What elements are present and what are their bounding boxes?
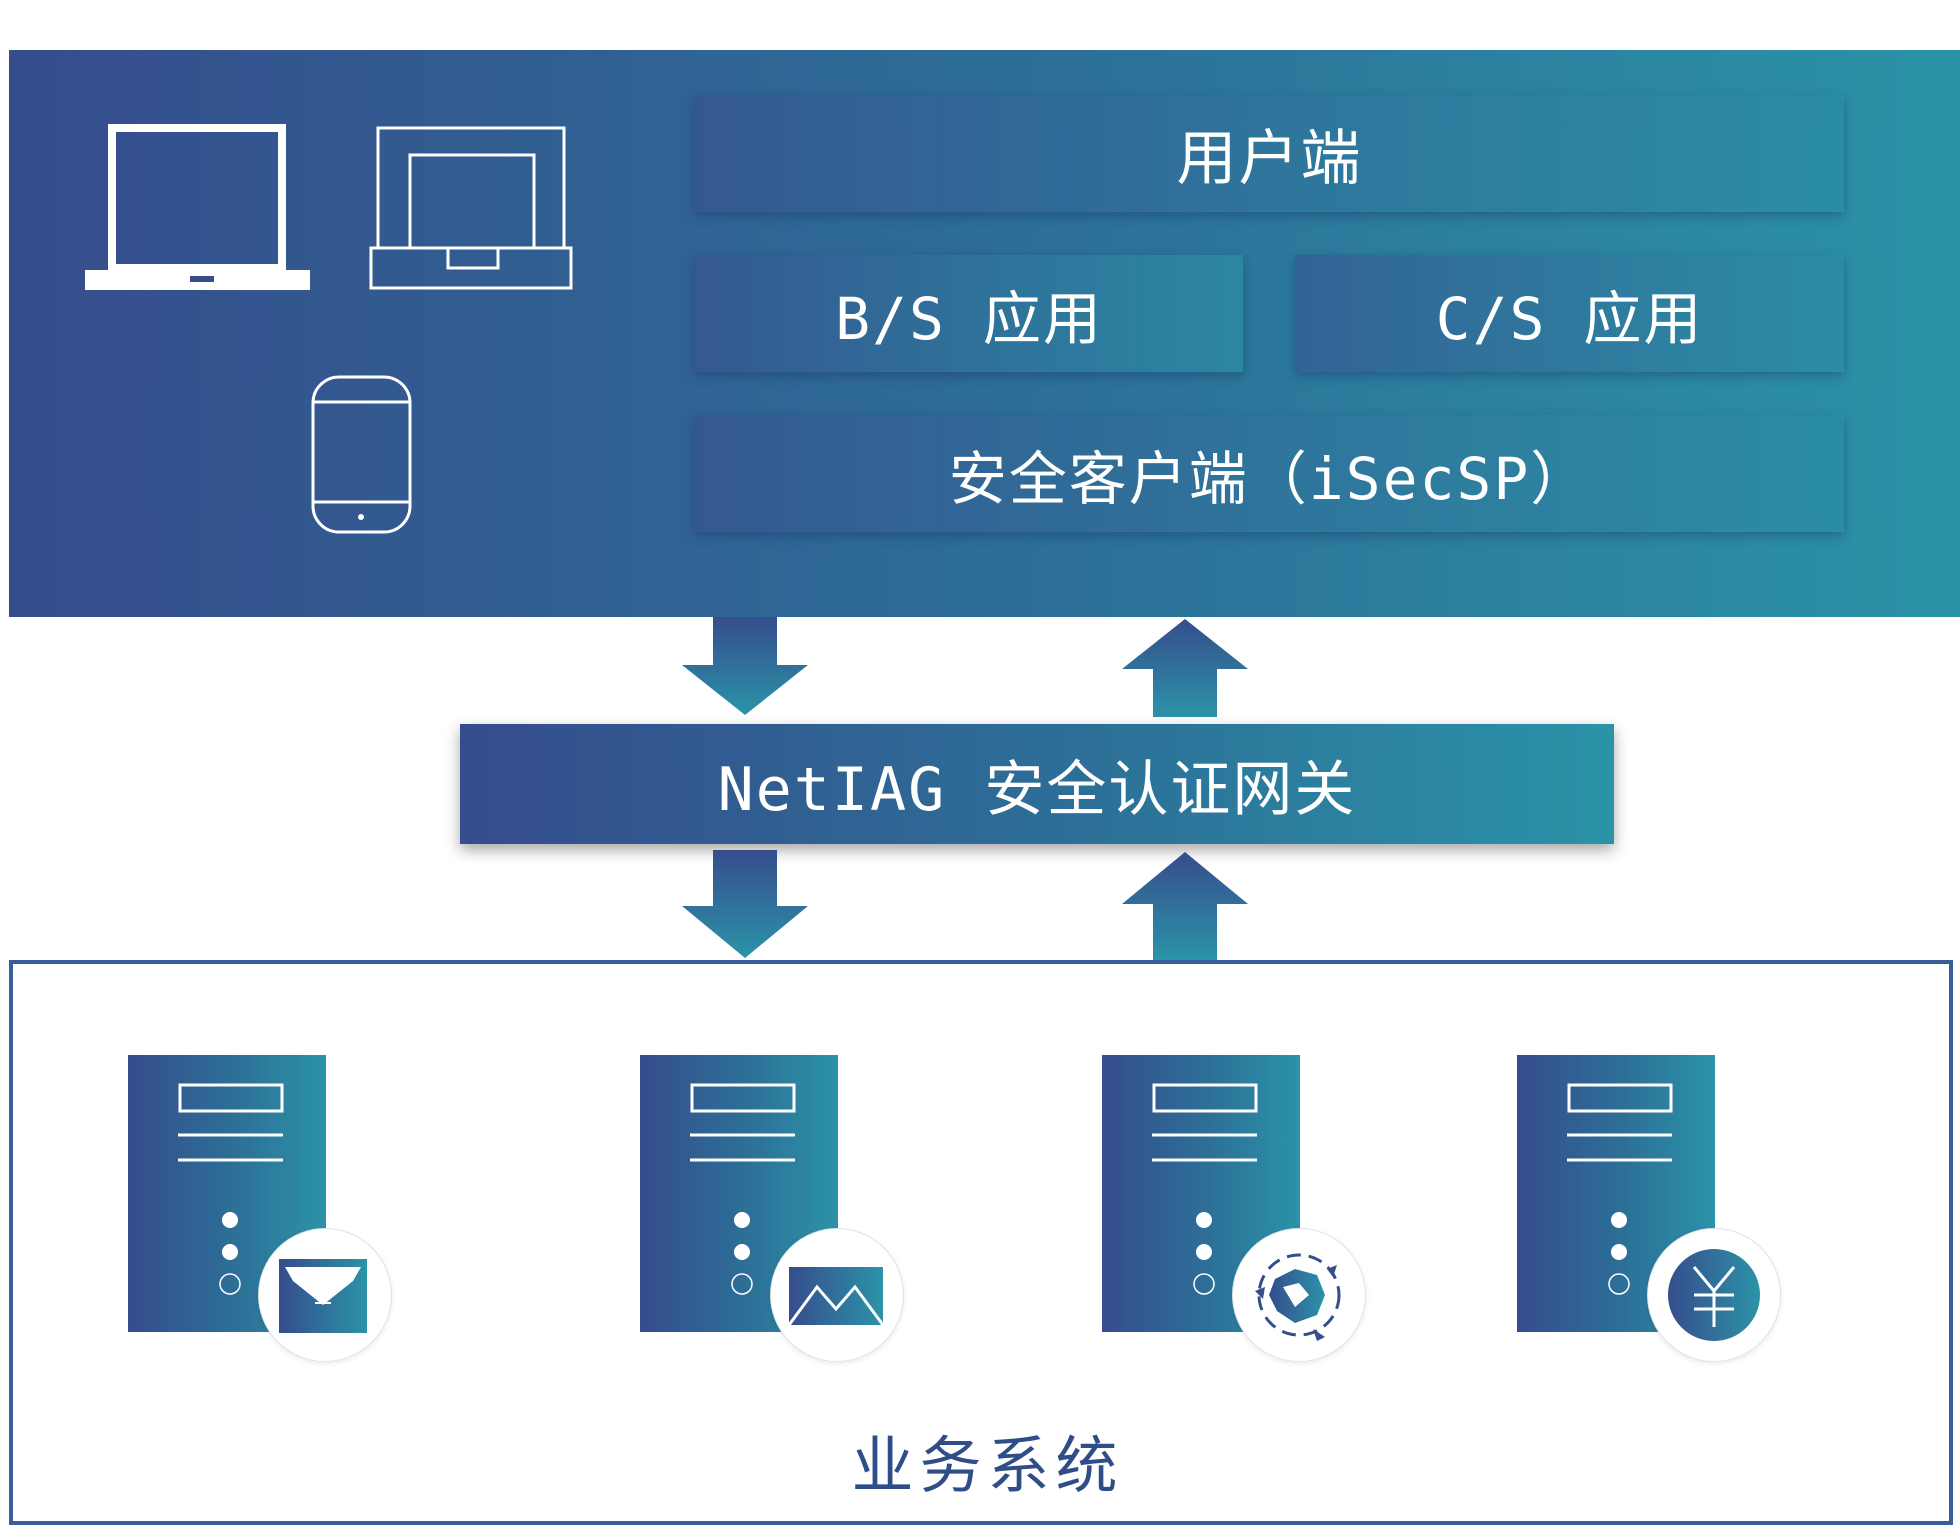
desktop-terminal-icon [369, 126, 573, 290]
secure-client-bar: 安全客户端（iSecSP） [695, 415, 1844, 532]
up-arrow-icon [1122, 852, 1248, 960]
mail-icon [770, 1228, 904, 1362]
smartphone-icon [311, 375, 412, 534]
user-side-bar: 用户端 [695, 95, 1844, 212]
cs-app-bar: C/S 应用 [1295, 255, 1844, 372]
bs-app-bar: B/S 应用 [695, 255, 1243, 372]
down-arrow-icon [682, 617, 808, 715]
up-arrow-icon [1122, 619, 1248, 717]
yen-icon [1647, 1228, 1781, 1362]
envelope-open-icon [258, 1228, 392, 1362]
business-systems-label: 业务系统 [851, 1429, 1124, 1502]
map-icon [1232, 1228, 1366, 1362]
down-arrow-icon [682, 850, 808, 958]
gateway-bar: NetIAG 安全认证网关 [460, 724, 1614, 844]
laptop-icon [85, 124, 310, 290]
